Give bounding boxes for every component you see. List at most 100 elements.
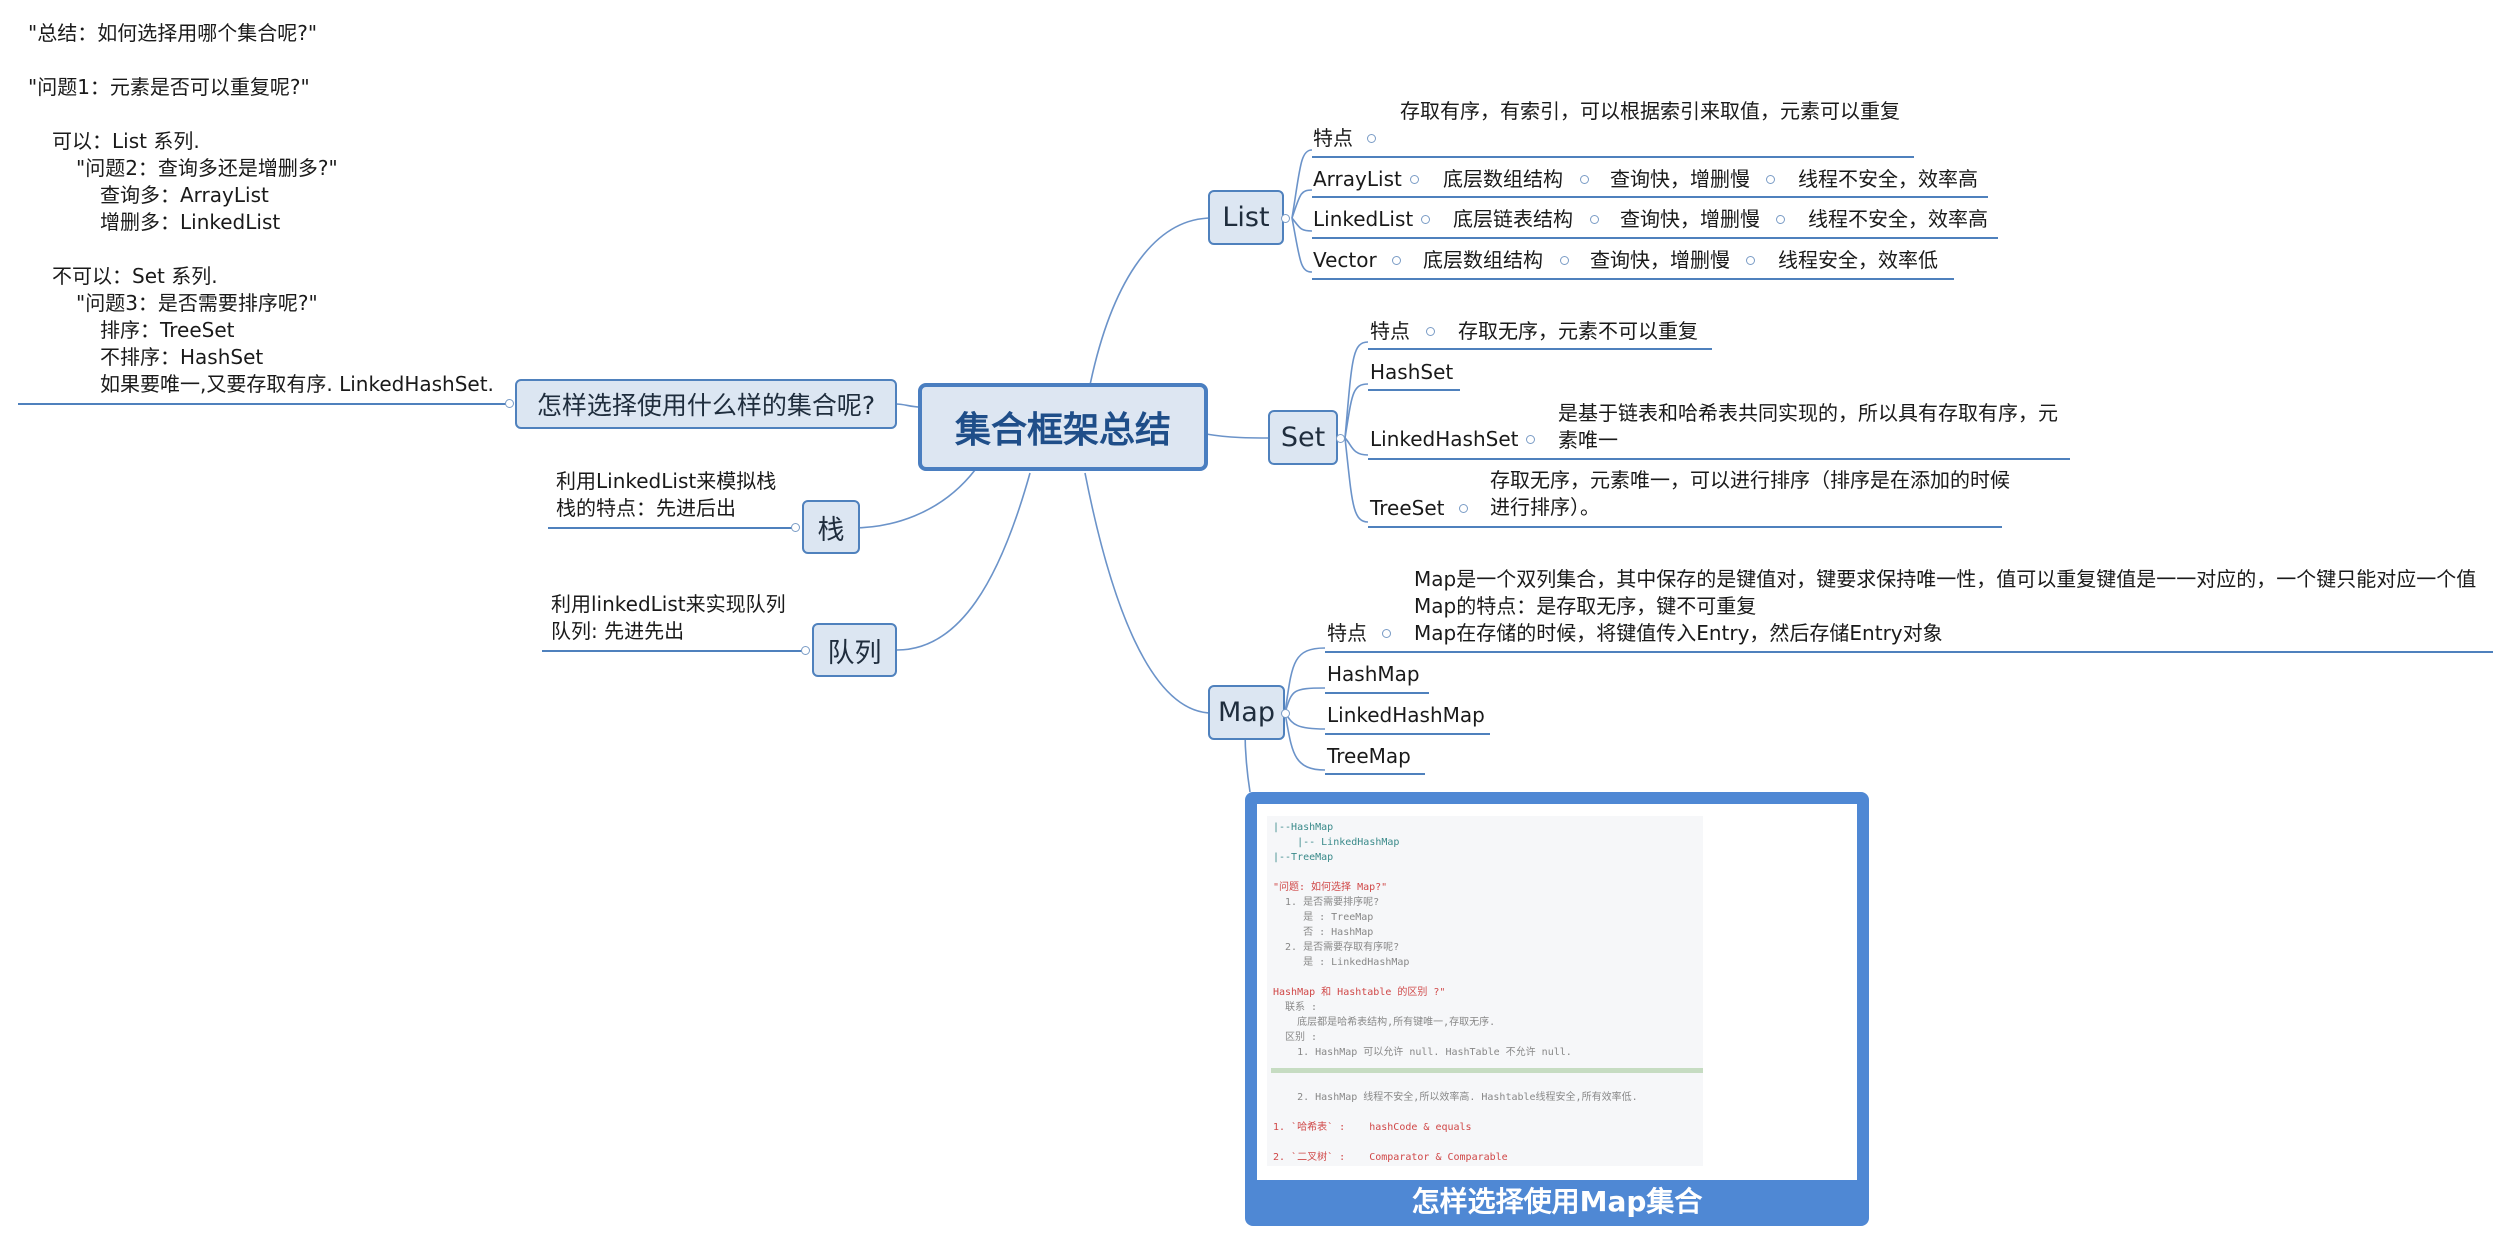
link-central-queue xyxy=(896,472,1031,651)
list-row-underline xyxy=(1312,196,1988,198)
collapse-toggle[interactable] xyxy=(1590,215,1599,224)
central-topic[interactable]: 集合框架总结 xyxy=(918,383,1208,471)
collapse-toggle[interactable] xyxy=(1281,709,1290,718)
collapse-toggle[interactable] xyxy=(791,523,800,532)
code-line: |--TreeMap xyxy=(1273,852,1334,863)
queue-note-line: 队列: 先进先出 xyxy=(551,619,685,643)
list-linkedlist-cell: 线程不安全，效率高 xyxy=(1808,207,1988,231)
collapse-toggle[interactable] xyxy=(1776,215,1785,224)
link-map-feature xyxy=(1284,647,1326,714)
code-line: |-- LinkedHashMap xyxy=(1273,837,1400,848)
collapse-toggle[interactable] xyxy=(1281,214,1290,223)
code-line: 1. HashMap 可以允许 null. HashTable 不允许 null… xyxy=(1273,1047,1572,1058)
collapse-toggle[interactable] xyxy=(801,646,810,655)
set-feature-underline xyxy=(1368,348,1712,350)
collapse-toggle[interactable] xyxy=(1746,256,1755,265)
list-arraylist-cell: 查询快，增删慢 xyxy=(1610,167,1750,191)
link-list-arraylist xyxy=(1291,189,1313,219)
collapse-toggle[interactable] xyxy=(1392,256,1401,265)
link-list-vector xyxy=(1291,217,1313,273)
code-line: 2. `二叉树` : Comparator & Comparable xyxy=(1273,1152,1508,1163)
summary-note-line: "总结：如何选择用哪个集合呢?" xyxy=(28,21,318,45)
set-treeset-text: 存取无序，元素唯一，可以进行排序（排序是在添加的时候进行排序）。 xyxy=(1490,468,2010,519)
map-feature-label: 特点 xyxy=(1327,621,1367,645)
summary-note-line: 查询多：ArrayList xyxy=(100,183,269,207)
map-feature-line: Map的特点：是存取无序，键不可重复 xyxy=(1414,594,1757,618)
collapse-toggle[interactable] xyxy=(1560,256,1569,265)
stack-note-line: 栈的特点：先进后出 xyxy=(556,496,736,520)
set-item-linkedhashset: LinkedHashSet xyxy=(1370,427,1519,451)
topic-how-to-choose[interactable]: 怎样选择使用什么样的集合呢? xyxy=(515,379,897,429)
map-feature-line: Map是一个双列集合，其中保存的是键值对，键要求保持唯一性，值可以重复键值是一一… xyxy=(1414,567,2477,591)
map-hashmap-underline xyxy=(1325,692,1429,694)
summary-note-line: 可以：List 系列. xyxy=(52,129,200,153)
collapse-toggle[interactable] xyxy=(1766,175,1775,184)
map-image-caption: 怎样选择使用Map集合 xyxy=(1411,1185,1703,1218)
set-hashset-underline xyxy=(1368,389,1460,391)
map-code-snippet: |--HashMap |-- LinkedHashMap|--TreeMap"问… xyxy=(1267,816,1703,1166)
summary-note-line: 不可以：Set 系列. xyxy=(52,264,218,288)
collapse-toggle[interactable] xyxy=(1426,327,1435,336)
summary-note-line: 增删多：LinkedList xyxy=(100,210,281,234)
topic-map[interactable]: Map xyxy=(1208,685,1285,740)
collapse-toggle[interactable] xyxy=(1580,175,1589,184)
link-set-treeset xyxy=(1344,437,1369,523)
queue-note-line: 利用linkedList来实现队列 xyxy=(551,592,786,616)
collapse-toggle[interactable] xyxy=(1421,215,1430,224)
collapse-toggle[interactable] xyxy=(1336,434,1345,443)
code-line: 1. 是否需要排序呢? xyxy=(1273,897,1380,908)
list-linkedlist-cell: 底层链表结构 xyxy=(1453,207,1573,231)
collapse-toggle[interactable] xyxy=(1410,175,1419,184)
link-central-list xyxy=(1089,217,1213,386)
link-set-linkedhashset xyxy=(1344,437,1369,456)
map-item-hashmap: HashMap xyxy=(1327,662,1420,686)
list-vector-cell: 线程安全，效率低 xyxy=(1778,248,1938,272)
set-linkedhashset-underline xyxy=(1368,458,2070,460)
code-line: HashMap 和 Hashtable 的区别 ?" xyxy=(1273,987,1446,998)
map-feature-underline xyxy=(1325,651,2493,653)
list-row-underline xyxy=(1312,278,1954,280)
list-feature-label: 特点 xyxy=(1313,126,1353,150)
map-item-treemap: TreeMap xyxy=(1327,744,1411,768)
code-line: 否 : HashMap xyxy=(1273,927,1374,938)
map-item-linkedhashmap: LinkedHashMap xyxy=(1327,703,1485,727)
list-row-underline xyxy=(1312,237,1998,239)
map-feature-line: Map在存储的时候，将键值传入Entry，然后存储Entry对象 xyxy=(1414,621,1943,645)
topic-list[interactable]: List xyxy=(1208,190,1284,245)
summary-note-line: 如果要唯一,又要存取有序. LinkedHashSet. xyxy=(100,372,494,396)
code-separator xyxy=(1271,1068,1703,1073)
code-line: 2. 是否需要存取有序呢? xyxy=(1273,942,1400,953)
list-vector-cell: 查询快，增删慢 xyxy=(1590,248,1730,272)
topic-queue[interactable]: 队列 xyxy=(812,623,897,677)
list-item-linkedlist: LinkedList xyxy=(1313,207,1414,231)
stack-note-underline xyxy=(548,527,794,529)
list-arraylist-cell: 底层数组结构 xyxy=(1443,167,1563,191)
collapse-toggle[interactable] xyxy=(1382,629,1391,638)
list-arraylist-cell: 线程不安全，效率高 xyxy=(1798,167,1978,191)
link-central-stack xyxy=(851,469,976,529)
topic-stack[interactable]: 栈 xyxy=(802,500,860,554)
summary-note-line: 不排序：HashSet xyxy=(100,345,264,369)
list-item-vector: Vector xyxy=(1313,248,1377,272)
link-central-map xyxy=(1084,472,1213,714)
code-line: 底层都是哈希表结构,所有键唯一,存取无序. xyxy=(1273,1017,1496,1028)
summary-note-line: "问题3：是否需要排序呢?" xyxy=(76,291,318,315)
topic-set[interactable]: Set xyxy=(1268,410,1338,465)
link-central-how xyxy=(895,403,921,408)
collapse-toggle[interactable] xyxy=(1459,504,1468,513)
code-line: 是 : TreeMap xyxy=(1273,912,1374,923)
link-central-set xyxy=(1205,433,1273,439)
collapse-toggle[interactable] xyxy=(1526,435,1535,444)
map-image-topic[interactable]: |--HashMap |-- LinkedHashMap|--TreeMap"问… xyxy=(1245,792,1869,1226)
queue-note-underline xyxy=(542,650,804,652)
code-line: 区别 : xyxy=(1273,1032,1318,1043)
collapse-toggle[interactable] xyxy=(1367,134,1376,143)
collapse-toggle[interactable] xyxy=(505,399,514,408)
list-item-arraylist: ArrayList xyxy=(1313,167,1402,191)
set-item-treeset: TreeSet xyxy=(1370,496,1445,520)
set-linkedhashset-text: 是基于链表和哈希表共同实现的，所以具有存取有序，元素唯一 xyxy=(1558,401,2058,452)
summary-note-underline xyxy=(18,403,510,405)
map-linkedhashmap-underline xyxy=(1325,733,1490,735)
code-line: 是 : LinkedHashMap xyxy=(1273,957,1410,968)
set-treeset-underline xyxy=(1368,526,2002,528)
